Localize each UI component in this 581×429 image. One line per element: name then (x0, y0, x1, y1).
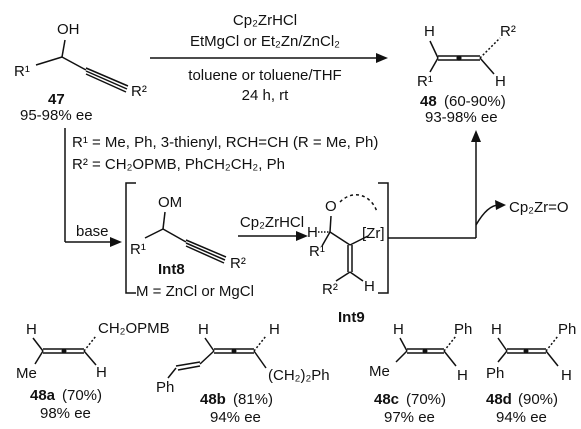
compound-47-label: 47 (48, 91, 65, 108)
example-48d-sub-right: Ph (558, 321, 576, 338)
example-48a-label: 48a (30, 387, 56, 404)
allene-r2: R² (500, 23, 516, 40)
example-48b-yield: (81%) (233, 391, 273, 408)
int9-h2: H (364, 278, 375, 295)
example-48b-ee: 94% ee (210, 409, 261, 426)
example-48d-label: 48d (486, 391, 512, 408)
example-48c-sub-left: Me (369, 363, 390, 380)
base-label: base (76, 223, 109, 240)
allene-h-top: H (424, 23, 435, 40)
example-48d-ee: 94% ee (496, 409, 547, 426)
example-48a-h-top: H (26, 321, 37, 338)
example-48b-h-right: H (269, 321, 280, 338)
compound-47-ee: 95-98% ee (20, 107, 93, 124)
reagent-zr: Cp₂ZrHCl (233, 12, 297, 29)
int8-r1: R¹ (130, 241, 146, 258)
int8-m-definition: M = ZnCl or MgCl (136, 283, 254, 300)
reaction-arrow-1: Cp₂ZrHCl EtMgCl or Et₂Zn/ZnCl₂ toluene o… (150, 12, 388, 104)
example-48d-h-bottom: H (561, 367, 572, 384)
base-arrow: base (64, 128, 122, 247)
hydroxyl-label: OH (57, 21, 80, 38)
compound-48-label: 48 (420, 93, 437, 110)
compound-47-structure: OH R¹ R² 47 95-98% ee (14, 21, 147, 124)
example-48d-yield: (90%) (518, 391, 558, 408)
compound-48-yield: (60-90%) (444, 93, 506, 110)
r1-definition: R¹ = Me, Ph, 3-thienyl, RCH=CH (R = Me, … (72, 134, 378, 151)
compound-48-ee: 93-98% ee (425, 109, 498, 126)
int9-zr: [Zr] (362, 225, 385, 242)
example-48c-sub-right: Ph (454, 321, 472, 338)
example-48d-sub-left: Ph (486, 365, 504, 382)
allene-h-bottom: H (495, 73, 506, 90)
int9-label: Int9 (338, 309, 365, 326)
reagent-et: EtMgCl or Et₂Zn/ZnCl₂ (190, 33, 340, 50)
reaction-arrow-2: Cp₂ZrHCl (238, 214, 308, 241)
example-48c: H Ph Me H 48c (70%) 97% ee (369, 321, 472, 426)
int9-structure: O H R¹ [Zr] R² H Int9 (307, 194, 385, 326)
conditions-label: 24 h, rt (242, 87, 290, 104)
r2-definition: R² = CH₂OPMB, PhCH₂CH₂, Ph (72, 156, 285, 173)
example-48b-h-top: H (198, 321, 209, 338)
int8-om: OM (158, 194, 182, 211)
int9-h: H (307, 224, 318, 241)
example-48c-h-bottom: H (457, 367, 468, 384)
reagent-zr-2: Cp₂ZrHCl (240, 214, 304, 231)
r1-label: R¹ (14, 63, 30, 80)
example-48d-h-top: H (491, 321, 502, 338)
example-48a-sub-left: Me (16, 365, 37, 382)
example-48c-ee: 97% ee (384, 409, 435, 426)
int8-structure: OM R¹ R² Int8 M = ZnCl or MgCl (130, 194, 254, 300)
elimination-product: Cp₂Zr=O (509, 199, 569, 216)
int8-label: Int8 (158, 261, 185, 278)
int9-r1: R¹ (309, 243, 325, 260)
example-48c-yield: (70%) (406, 391, 446, 408)
example-48b: H H Ph (CH₂)₂Ph 48b (81%) 94% ee (156, 321, 330, 426)
int8-r2: R² (230, 255, 246, 272)
int9-o: O (325, 198, 337, 215)
example-48b-sub-left: Ph (156, 379, 174, 396)
example-48a-ee: 98% ee (40, 405, 91, 422)
solvent-label: toluene or toluene/THF (188, 67, 341, 84)
example-48a-h-bottom: H (96, 364, 107, 381)
int9-r2: R² (322, 281, 338, 298)
arrow-to-product: Cp₂Zr=O (388, 130, 569, 239)
example-48c-label: 48c (374, 391, 399, 408)
example-48b-sub-right: (CH₂)₂Ph (268, 367, 330, 384)
allene-r1: R¹ (417, 73, 433, 90)
example-48a: H CH₂OPMB Me H 48a (70%) 98% ee (16, 320, 170, 422)
r2-label: R² (131, 83, 147, 100)
example-48b-label: 48b (200, 391, 226, 408)
example-48a-yield: (70%) (62, 387, 102, 404)
example-48c-h-top: H (393, 321, 404, 338)
example-48d: H Ph Ph H 48d (90%) 94% ee (486, 321, 576, 426)
example-48a-sub-right: CH₂OPMB (98, 320, 170, 337)
compound-48-structure: H R¹ R² H 48 (60-90%) 93-98% ee (417, 23, 516, 126)
